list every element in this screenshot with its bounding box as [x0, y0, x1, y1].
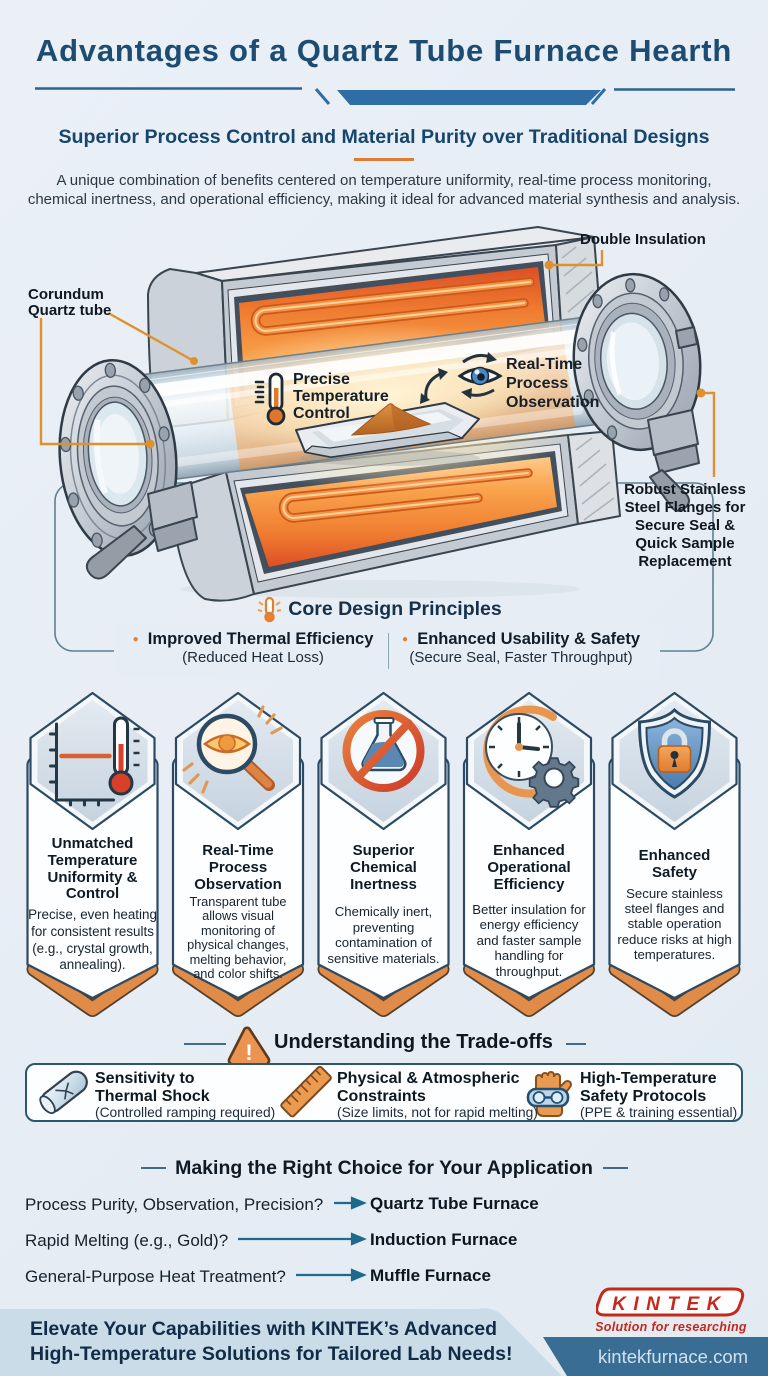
svg-text:Quick Sample: Quick Sample [635, 535, 734, 552]
svg-text:Secure Seal &: Secure Seal & [635, 517, 735, 534]
svg-text:Quartz tube: Quartz tube [28, 302, 111, 319]
svg-text:Observation: Observation [506, 394, 599, 411]
svg-text:Control: Control [293, 405, 350, 422]
svg-text:Temperature: Temperature [293, 388, 389, 405]
svg-text:Robust Stainless: Robust Stainless [624, 481, 746, 498]
svg-text:Replacement: Replacement [638, 553, 731, 570]
svg-text:!: ! [245, 1040, 252, 1065]
svg-text:Double Insulation: Double Insulation [580, 231, 706, 248]
svg-text:kintekfurnace.com: kintekfurnace.com [598, 1346, 748, 1367]
svg-text:Process: Process [506, 375, 568, 392]
svg-text:Corundum: Corundum [28, 286, 104, 303]
svg-text:KINTEK: KINTEK [612, 1294, 728, 1315]
svg-text:Solution for researching: Solution for researching [596, 1320, 747, 1334]
svg-text:Steel Flanges for: Steel Flanges for [625, 499, 746, 516]
svg-text:Precise: Precise [293, 371, 350, 388]
svg-text:Real-Time: Real-Time [506, 356, 582, 373]
